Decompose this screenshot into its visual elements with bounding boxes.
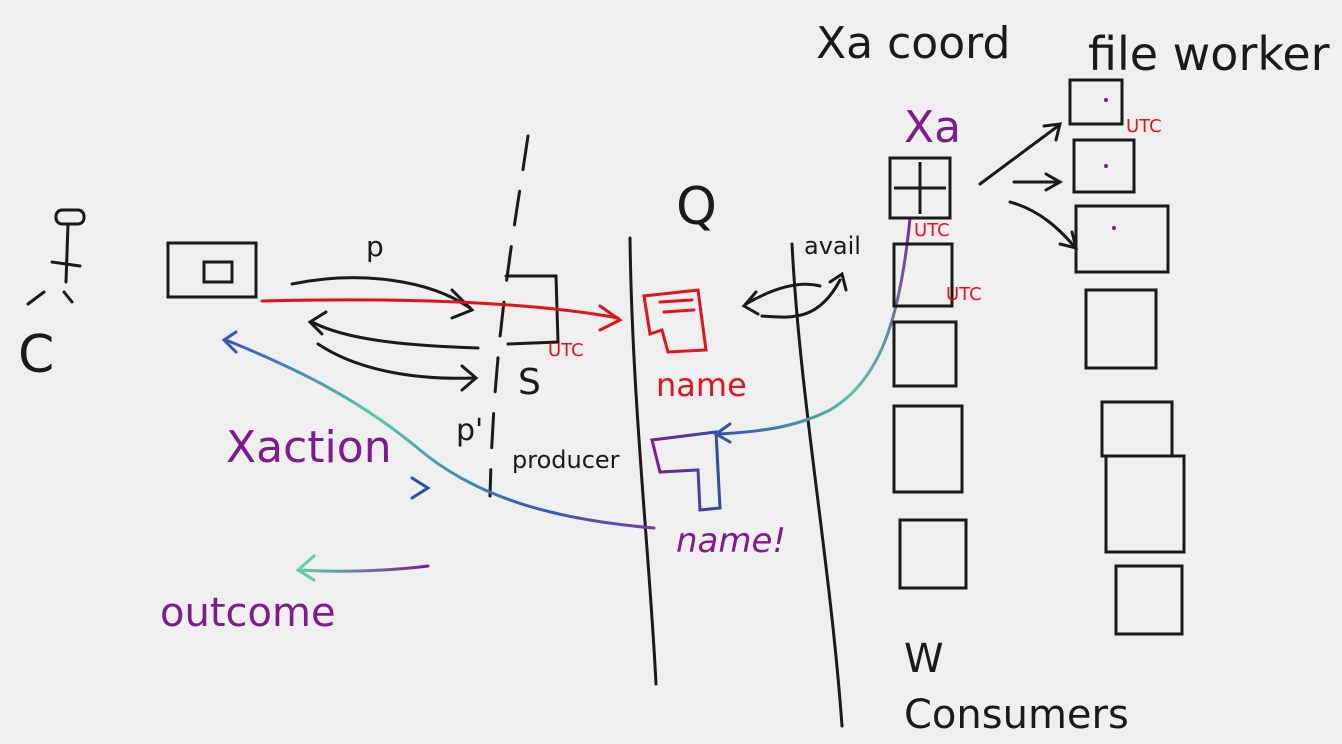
return-arrowhead-upper [307, 310, 328, 336]
file-worker-box [1100, 400, 1174, 458]
consumer-box [898, 518, 968, 590]
s-label: S [518, 362, 541, 403]
xaction-arrowhead [410, 476, 431, 500]
file-worker-box [1068, 78, 1124, 126]
p-prime-arrowhead [460, 364, 479, 392]
actor-figure [26, 208, 86, 306]
file-worker-boxes [1068, 78, 1186, 636]
consumer-box [892, 404, 964, 494]
avail-arrowhead-up [828, 271, 848, 292]
file-worker-dots [1104, 98, 1116, 230]
dispatch-arrows [978, 122, 1079, 251]
client-box [166, 241, 258, 299]
name-purple-label: name! [676, 521, 786, 561]
xa-coord-box [888, 156, 952, 220]
consumer-box [892, 320, 958, 388]
red-arrowhead [598, 304, 623, 332]
c-label: C [18, 325, 54, 385]
red-arrow [260, 298, 620, 320]
consumers-label: Consumers [904, 692, 1129, 738]
consumer-boxes [892, 242, 968, 590]
dashed-boundary [488, 134, 530, 498]
red-document [642, 288, 708, 354]
utc-label-xa: UTC [914, 220, 950, 241]
xa-label: Xa [904, 102, 961, 153]
xa-coord-title: Xa coord [816, 18, 1010, 69]
queue-left-line [628, 236, 658, 686]
outcome-arrow [298, 564, 430, 573]
consumer-box [892, 242, 954, 308]
utc-label-file-worker: UTC [1126, 116, 1162, 137]
xa-to-queue-arrowhead [713, 422, 732, 444]
p-prime-label: p' [456, 413, 483, 448]
file-worker-box [1114, 564, 1184, 636]
file-worker-box [1072, 138, 1136, 194]
queue-right-line [790, 242, 844, 728]
result-return-arrowhead [221, 330, 238, 354]
p-arrow [290, 276, 472, 310]
utc-label-consumer: UTC [946, 284, 982, 305]
w-label: W [904, 636, 944, 682]
q-label: Q [676, 177, 717, 237]
file-worker-box [1104, 454, 1186, 554]
avail-label: avail [804, 232, 861, 260]
file-worker-box [1074, 204, 1170, 274]
name-red-label: name [656, 366, 747, 404]
p-label: p [366, 230, 384, 263]
p-prime-arrow [316, 342, 476, 380]
file-worker-title: file worker [1088, 27, 1330, 81]
p-arrowhead [450, 288, 475, 320]
xaction-label: Xaction [226, 422, 392, 473]
outcome-label: outcome [160, 590, 336, 636]
avail-arrowhead-left [741, 290, 760, 316]
outcome-arrowhead [295, 554, 316, 582]
return-arrow-upper [310, 320, 480, 350]
producer-label: producer [512, 446, 620, 474]
s-bracket [504, 274, 560, 346]
purple-document [650, 430, 722, 512]
avail-arrow-up [760, 278, 842, 319]
utc-label-s: UTC [548, 340, 584, 361]
xa-to-queue-line [718, 216, 912, 436]
file-worker-box [1084, 288, 1158, 370]
result-return-line [224, 338, 656, 530]
avail-curve [744, 282, 822, 306]
